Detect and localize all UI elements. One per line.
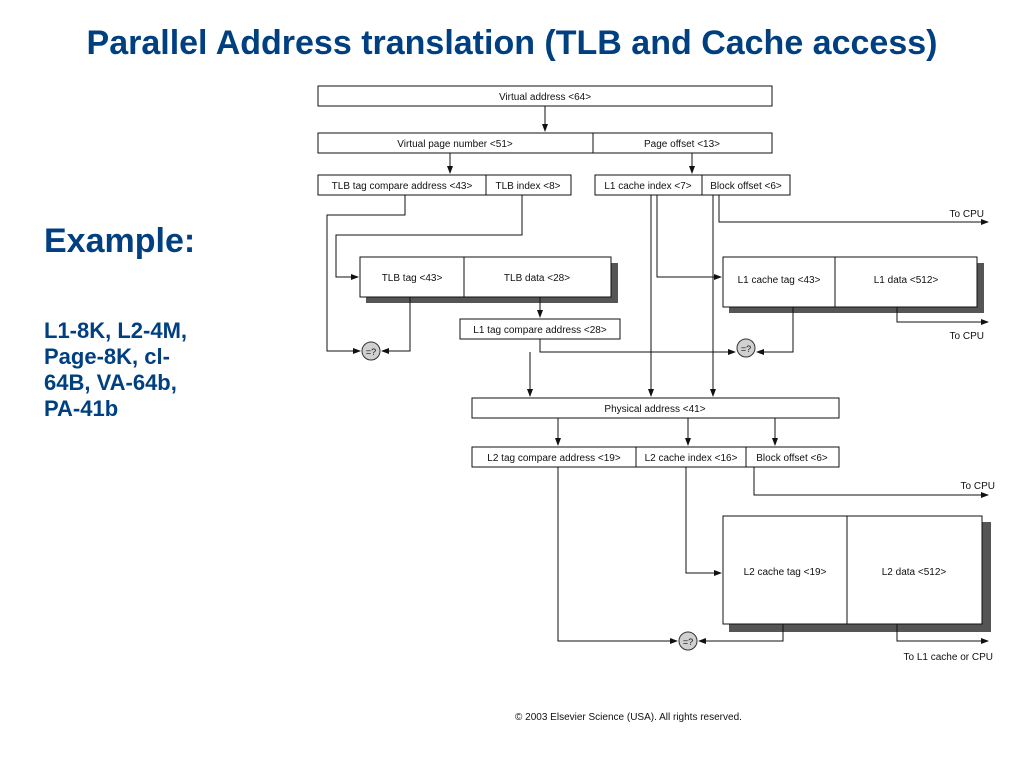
block-offset-l2-label: Block offset <6> [756,453,828,464]
l1-data-to-cpu-arrow [896,307,989,325]
l2-data-to-l1-or-cpu-arrow [896,624,989,644]
tlb-data-cell [463,256,612,298]
l1-tag-compare-to-comparator-arrow [539,339,736,355]
block-offset-l1-label: Block offset <6> [710,181,782,192]
block-offset-l1-box [701,174,791,196]
l1-data-label: L1 data <512> [874,275,939,286]
l1-comparator-label: =? [741,344,751,354]
page-offset-box [592,132,773,154]
tlb-comparator-circle [361,341,381,361]
tlb-comparator-label: =? [366,347,376,357]
l2-comparator-label: =? [683,637,693,647]
l2-cache-tag-label: L2 cache tag <19> [744,567,827,578]
tlb-index-box [485,174,572,196]
l2-comparator-circle [678,631,698,651]
l1-tag-compare-address-label: L1 tag compare address <28> [473,325,607,336]
page-offset-label: Page offset <13> [644,139,720,150]
to-l1-or-cpu-label: To L1 cache or CPU [904,652,994,663]
l1-cache-tag-to-comparator-arrow [756,307,794,355]
tlb-index-to-tlb-arrow [335,195,523,280]
l2-data-label: L2 data <512> [882,567,947,578]
l1-cache-tag-cell [722,256,836,308]
to-cpu-label-1: To CPU [950,209,984,220]
to-cpu-label-2: To CPU [950,331,984,342]
copyright-notice: © 2003 Elsevier Science (USA). All right… [515,712,742,723]
l2-tag-compare-address-label: L2 tag compare address <19> [487,453,621,464]
l1-comparator-circle [736,338,756,358]
l1-cache-tag-label: L1 cache tag <43> [738,275,821,286]
l2-data-cell [846,515,983,625]
l1-data-cell [834,256,978,308]
tlb-tag-label: TLB tag <43> [382,273,443,284]
physical-address-label: Physical address <41> [604,404,705,415]
example-heading: Example: [44,222,196,260]
l2-tag-compare-to-comparator-arrow [557,467,678,644]
block-offset-to-cpu-arrow [718,195,989,225]
l2-index-to-l2-cache-arrow [685,467,722,576]
tlb-data-label: TLB data <28> [504,273,570,284]
tlb-tag-compare-to-comparator-arrow [326,195,406,354]
tlb-tag-compare-address-label: TLB tag compare address <43> [332,181,473,192]
block-offset-l2-box [745,446,840,468]
l1-index-to-l1-cache-arrow [656,195,722,280]
tlb-index-label: TLB index <8> [495,181,560,192]
to-cpu-label-3: To CPU [961,481,995,492]
l1-cache-index-label: L1 cache index <7> [604,181,691,192]
slide-title: Parallel Address translation (TLB and Ca… [86,24,938,62]
virtual-address-label: Virtual address <64> [499,92,591,103]
virtual-page-number-label: Virtual page number <51> [397,139,513,150]
example-parameters: L1-8K, L2-4M, Page-8K, cl- 64B, VA-64b, … [44,318,188,421]
l2-offset-to-cpu-arrow [753,467,989,498]
l2-cache-tag-cell [722,515,848,625]
l2-cache-tag-to-comparator-arrow [698,624,784,644]
l2-cache-index-label: L2 cache index <16> [645,453,738,464]
physical-address-box [471,397,840,419]
tlb-tag-cell [359,256,465,298]
tlb-tag-to-comparator-arrow [381,297,411,354]
